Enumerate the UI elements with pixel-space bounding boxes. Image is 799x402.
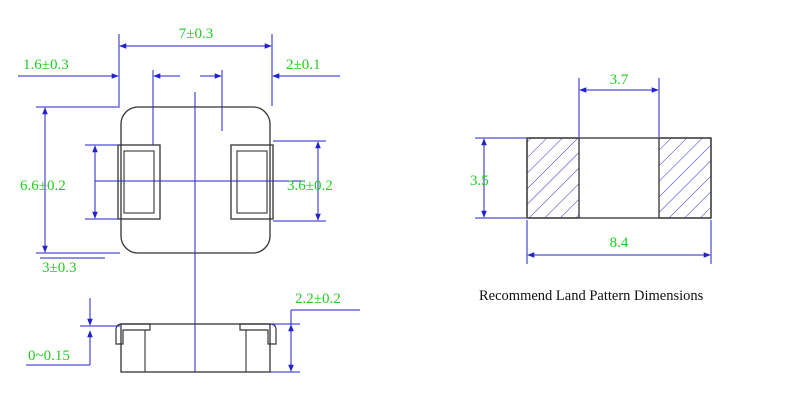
- dim-pad-height: 3±0.3: [40, 144, 118, 276]
- dim-land-pad-height: 3.5: [470, 137, 526, 219]
- top-view: 7±0.3 1.6±0.3 2±0.1 6.6±0.2: [18, 26, 340, 372]
- dim-label-standoff: 0~0.15: [28, 348, 70, 364]
- dim-land-gap: 3.7: [578, 72, 660, 137]
- dim-label-inner-height: 3.6±0.2: [287, 178, 333, 194]
- land-pad-right: [658, 137, 712, 219]
- dim-label-right-terminal-width: 2±0.1: [286, 57, 320, 73]
- dim-standoff: 0~0.15: [26, 298, 120, 366]
- dim-label-total-length: 7±0.3: [179, 26, 213, 42]
- side-body: [120, 323, 271, 373]
- dim-label-land-pad-height: 3.5: [470, 173, 489, 189]
- dim-left-terminal-width: 1.6±0.3: [18, 57, 180, 145]
- land-pattern: 3.7 3.5 8.4 Recommend Land Pattern Dimen…: [470, 72, 712, 304]
- side-left-terminal: [115, 323, 151, 372]
- dim-label-land-gap: 3.7: [610, 72, 629, 88]
- dim-body-height: 6.6±0.2: [20, 106, 120, 254]
- right-terminal: [230, 144, 274, 220]
- dim-side-height: 2.2±0.2: [270, 291, 360, 373]
- dim-label-side-height: 2.2±0.2: [295, 291, 341, 307]
- dim-right-terminal-width: 2±0.1: [200, 57, 340, 131]
- dim-label-land-total-width: 8.4: [610, 235, 629, 251]
- land-pad-left: [526, 137, 580, 219]
- dim-inner-height: 3.6±0.2: [273, 140, 333, 222]
- dim-label-pad-height: 3±0.3: [42, 260, 76, 276]
- left-terminal: [117, 144, 161, 220]
- dim-label-body-height: 6.6±0.2: [20, 178, 66, 194]
- side-view: 2.2±0.2 0~0.15: [26, 291, 360, 373]
- dim-total-length: 7±0.3: [118, 26, 273, 106]
- dim-label-left-terminal-width: 1.6±0.3: [23, 57, 69, 73]
- land-pattern-caption: Recommend Land Pattern Dimensions: [479, 288, 704, 304]
- dim-land-total-width: 8.4: [526, 220, 712, 264]
